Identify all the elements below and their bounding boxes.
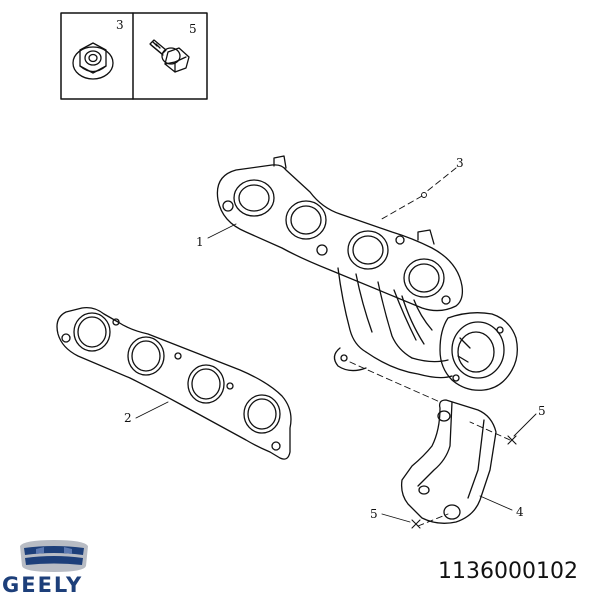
callout-gasket: 2 bbox=[124, 411, 132, 425]
callout-bracket: 4 bbox=[516, 505, 524, 519]
flange-bolt-icon bbox=[149, 39, 190, 73]
flange-nut-icon bbox=[72, 42, 114, 80]
callout-manifold: 1 bbox=[196, 235, 204, 249]
geely-emblem-icon bbox=[20, 540, 88, 572]
bolt-markers bbox=[411, 435, 517, 529]
manifold-bracket-icon bbox=[400, 399, 497, 524]
manifold-gasket-icon bbox=[56, 306, 292, 460]
leader-lines bbox=[135, 167, 537, 527]
callout-manifold-nut: 3 bbox=[456, 156, 464, 170]
callout-inset-nut: 3 bbox=[116, 18, 124, 32]
callout-inset-bolt: 5 bbox=[189, 22, 197, 36]
callout-bolt-upper: 5 bbox=[538, 404, 546, 418]
exhaust-manifold-icon bbox=[216, 155, 518, 391]
brand-name: GEELY bbox=[2, 573, 84, 597]
part-number: 1136000102 bbox=[438, 559, 578, 584]
callout-bolt-lower: 5 bbox=[370, 507, 378, 521]
fastener-inset-box bbox=[60, 12, 208, 100]
